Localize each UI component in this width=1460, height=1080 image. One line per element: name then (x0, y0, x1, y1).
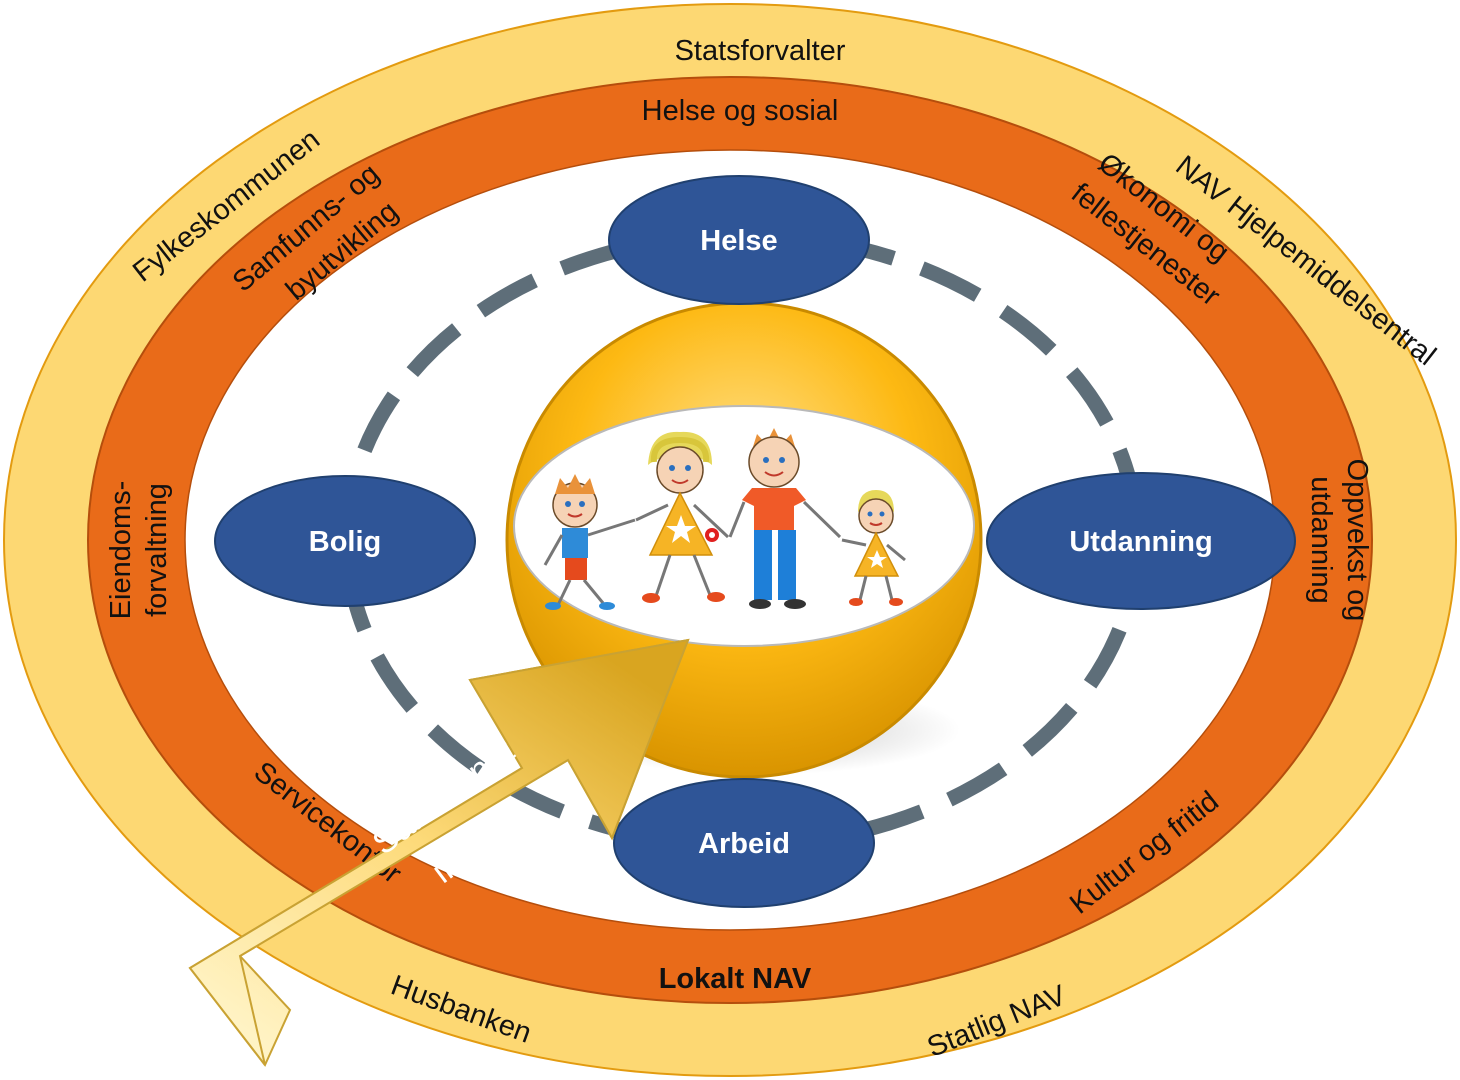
child-girl-figure (841, 490, 906, 606)
middle-label-oppvekst-line2: utdanning (1305, 476, 1337, 603)
node-utdanning: Utdanning (986, 472, 1296, 610)
family-drawing-icon (513, 405, 975, 647)
svg-text:Utdanning: Utdanning (1069, 526, 1212, 558)
node-bolig: Bolig (214, 475, 476, 607)
middle-label-eiendoms-line1: Eiendoms- (105, 481, 137, 620)
middle-label-helse-og-sosial: Helse og sosial (642, 95, 839, 127)
middle-label-eiendoms-line2: forvaltning (141, 483, 173, 617)
father-figure (728, 428, 842, 609)
mother-figure (635, 431, 730, 603)
child-boy-figure (543, 474, 636, 610)
svg-text:Arbeid: Arbeid (698, 828, 790, 860)
middle-label-oppvekst-line1: Oppvekst og (1341, 459, 1373, 622)
node-arbeid: Arbeid (613, 778, 875, 908)
middle-label-lokalt-nav: Lokalt NAV (659, 963, 812, 995)
svg-text:Bolig: Bolig (309, 526, 382, 558)
node-helse: Helse (608, 175, 870, 305)
svg-text:Helse: Helse (700, 225, 777, 257)
outer-label-statsforvalter: Statsforvalter (675, 35, 846, 67)
